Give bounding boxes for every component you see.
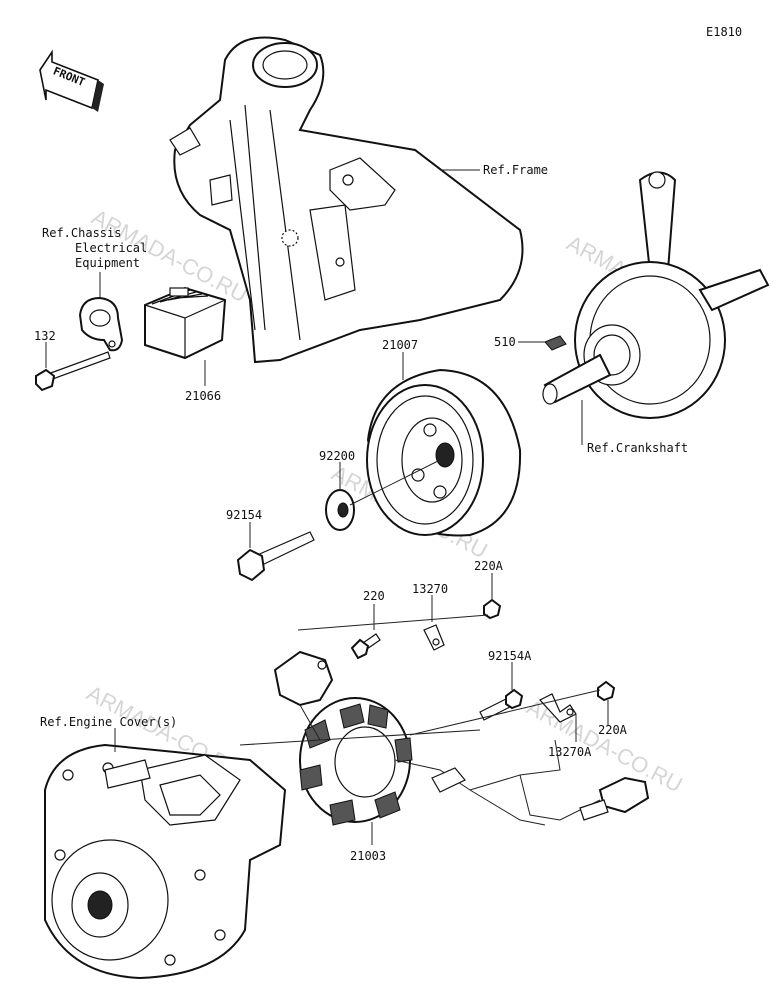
part-21003-label: 21003 <box>350 849 386 863</box>
regulator-rectifier <box>144 286 227 360</box>
part-13270-label: 13270 <box>412 582 448 596</box>
pickup-coil <box>273 650 334 741</box>
frame-illustration <box>169 36 524 364</box>
part-13270a-label: 13270A <box>548 745 592 759</box>
ref-crankshaft-label: Ref.Crankshaft <box>587 441 688 455</box>
wire-harness <box>394 739 650 826</box>
front-arrow-icon: FRONT <box>39 49 104 112</box>
bolt-92154 <box>236 531 315 582</box>
ref-chassis-label: Ref.Chassis <box>42 226 121 240</box>
clamp-13270a <box>539 693 577 723</box>
part-92200-label: 92200 <box>319 449 355 463</box>
crankshaft <box>542 171 770 419</box>
part-510-label: 510 <box>494 335 516 349</box>
flywheel-rotor <box>366 368 522 537</box>
ref-frame-label: Ref.Frame <box>483 163 548 177</box>
bolt-220a-right <box>597 680 616 702</box>
ref-chassis-label-3: Equipment <box>75 256 140 270</box>
part-220a-top-label: 220A <box>474 559 504 573</box>
part-21007-label: 21007 <box>382 338 418 352</box>
part-92154a-label: 92154A <box>488 649 532 663</box>
engine-cover <box>44 743 287 980</box>
part-220a-right-label: 220A <box>598 723 628 737</box>
bolt-220 <box>350 633 381 660</box>
washer-92200 <box>325 489 355 531</box>
bracket-clamp <box>78 296 124 352</box>
ref-engine-cover-label: Ref.Engine Cover(s) <box>40 715 177 729</box>
part-220-label: 220 <box>363 589 385 603</box>
stator-coil <box>299 697 413 826</box>
bolt-132 <box>35 351 111 392</box>
clamp-13270 <box>423 624 445 651</box>
diagram-code: E1810 <box>706 25 742 39</box>
part-132-label: 132 <box>34 329 56 343</box>
part-92154-label: 92154 <box>226 508 262 522</box>
ref-chassis-label-2: Electrical <box>75 241 147 255</box>
part-21066-label: 21066 <box>185 389 221 403</box>
bolt-92154a <box>479 688 524 721</box>
